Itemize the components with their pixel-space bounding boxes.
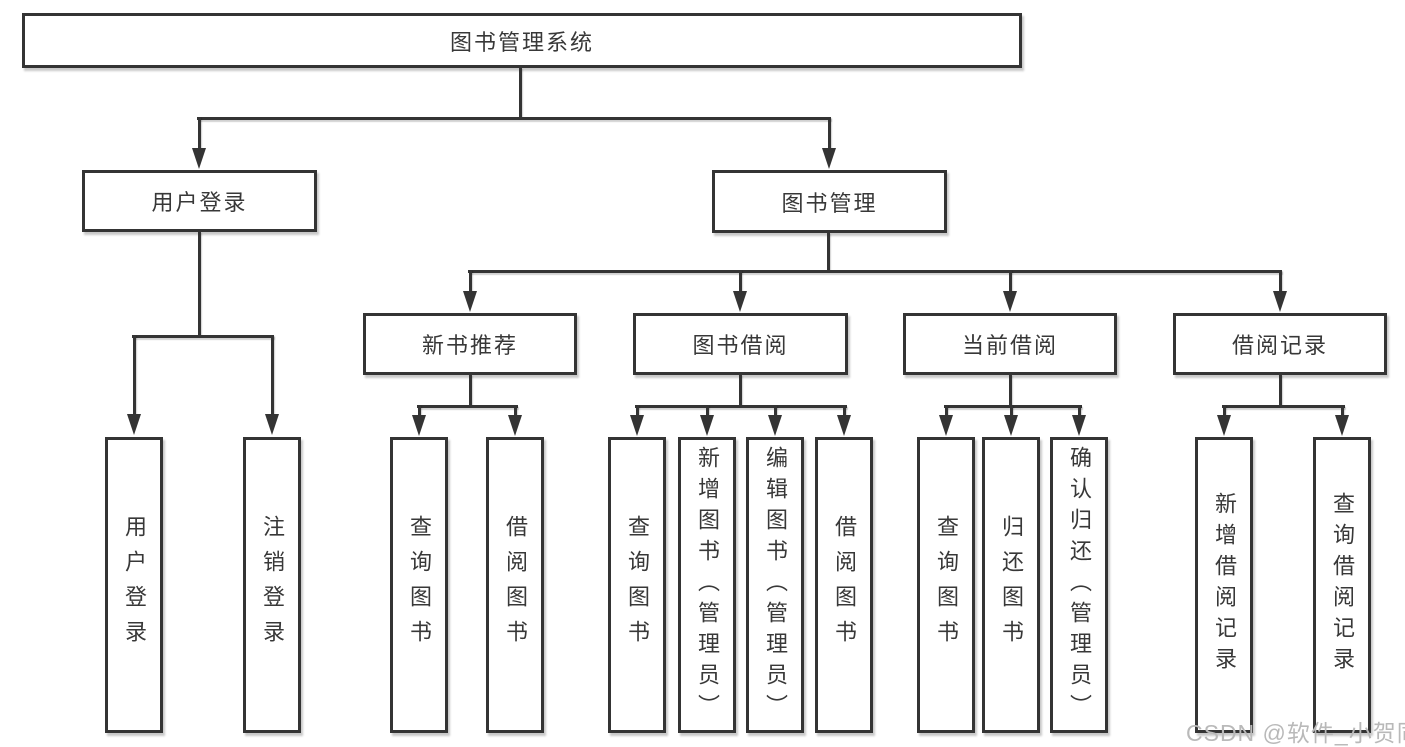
leaf-user-login: 用户登录 (105, 437, 163, 733)
leaf-add-book-admin-label: 新增图书（管理员） (695, 445, 720, 725)
connector-line (198, 232, 201, 335)
node-book-management-label: 图书管理 (781, 190, 878, 216)
leaf-confirm-return-admin: 确认归还（管理员） (1050, 437, 1108, 733)
node-book-borrowing: 图书借阅 (633, 313, 848, 375)
arrow-down (1004, 415, 1018, 436)
connector-line (1009, 375, 1012, 405)
node-borrow-records: 借阅记录 (1173, 313, 1387, 375)
arrow-down (768, 415, 782, 436)
connector-line (944, 405, 1082, 408)
arrow-down (1217, 415, 1231, 436)
leaf-logout: 注销登录 (243, 437, 301, 733)
node-borrow-records-label: 借阅记录 (1231, 333, 1328, 358)
leaf-borrow-books-label: 借阅图书 (503, 515, 528, 655)
connector-line (1341, 405, 1344, 417)
arrow-down (265, 414, 279, 435)
node-book-management: 图书管理 (712, 170, 947, 233)
leaf-borrow-books-2: 借阅图书 (815, 437, 873, 733)
arrow-down (463, 291, 477, 312)
connector-line (519, 68, 522, 117)
leaf-query-books: 查询图书 (390, 437, 448, 733)
leaf-logout-label: 注销登录 (260, 515, 285, 655)
leaf-query-books-label: 查询图书 (407, 515, 432, 655)
arrow-down (837, 415, 851, 436)
connector-line (1009, 270, 1012, 295)
leaf-query-borrow-record-label: 查询借阅记录 (1330, 492, 1355, 678)
connector-line (739, 270, 742, 295)
arrow-down (700, 415, 714, 436)
connector-line (635, 405, 847, 408)
leaf-confirm-return-admin-label: 确认归还（管理员） (1067, 445, 1092, 725)
connector-line (133, 335, 136, 415)
leaf-query-books-3: 查询图书 (917, 437, 975, 733)
node-current-borrowing-label: 当前借阅 (961, 333, 1058, 358)
node-new-book-recommend: 新书推荐 (363, 313, 577, 375)
connector-line (1223, 405, 1226, 417)
connector-line (843, 405, 846, 417)
arrow-down (733, 291, 747, 312)
connector-line (1279, 375, 1282, 405)
leaf-add-book-admin: 新增图书（管理员） (678, 437, 736, 733)
arrow-down (192, 148, 206, 169)
leaf-query-books-2-label: 查询图书 (625, 515, 650, 655)
connector-line (739, 375, 742, 405)
leaf-user-login-label: 用户登录 (122, 515, 147, 655)
connector-line (198, 117, 201, 151)
node-user-login-label: 用户登录 (151, 190, 248, 215)
leaf-edit-book-admin-label: 编辑图书（管理员） (763, 445, 788, 725)
leaf-add-borrow-record: 新增借阅记录 (1195, 437, 1253, 733)
connector-line (706, 405, 709, 417)
leaf-borrow-books: 借阅图书 (486, 437, 544, 733)
node-current-borrowing: 当前借阅 (903, 313, 1117, 375)
node-root-label: 图书管理系统 (449, 29, 594, 55)
node-book-borrowing-label: 图书借阅 (692, 333, 789, 358)
connector-line (469, 375, 472, 405)
arrow-down (508, 415, 522, 436)
arrow-down (1335, 415, 1349, 436)
connector-line (1279, 270, 1282, 295)
watermark: CSDN @软件_小贺同学 (1186, 720, 1405, 746)
connector-line (1078, 405, 1081, 417)
leaf-query-borrow-record: 查询借阅记录 (1313, 437, 1371, 733)
connector-line (469, 270, 472, 295)
connector-line (636, 405, 639, 417)
leaf-query-books-3-label: 查询图书 (934, 515, 959, 655)
connector-line (418, 405, 421, 417)
leaf-query-books-2: 查询图书 (608, 437, 666, 733)
connector-line (417, 405, 518, 408)
arrow-down (127, 414, 141, 435)
connector-line (827, 233, 830, 270)
node-root: 图书管理系统 (22, 13, 1022, 68)
arrow-down (822, 148, 836, 169)
connector-line (468, 270, 1282, 273)
arrow-down (1273, 291, 1287, 312)
arrow-down (1003, 291, 1017, 312)
connector-line (774, 405, 777, 417)
leaf-return-books-label: 归还图书 (999, 515, 1024, 655)
arrow-down (939, 415, 953, 436)
leaf-borrow-books-2-label: 借阅图书 (832, 515, 857, 655)
connector-line (1010, 405, 1013, 417)
arrow-down (1072, 415, 1086, 436)
connector-line (271, 335, 274, 415)
connector-line (1222, 405, 1345, 408)
node-user-login: 用户登录 (82, 170, 317, 232)
connector-line (828, 117, 831, 151)
connector-line (945, 405, 948, 417)
connector-line (197, 117, 831, 120)
leaf-add-borrow-record-label: 新增借阅记录 (1212, 492, 1237, 678)
connector-line (132, 335, 274, 338)
node-new-book-recommend-label: 新书推荐 (421, 333, 518, 358)
arrow-down (412, 415, 426, 436)
leaf-return-books: 归还图书 (982, 437, 1040, 733)
leaf-edit-book-admin: 编辑图书（管理员） (746, 437, 804, 733)
arrow-down (630, 415, 644, 436)
connector-line (514, 405, 517, 417)
